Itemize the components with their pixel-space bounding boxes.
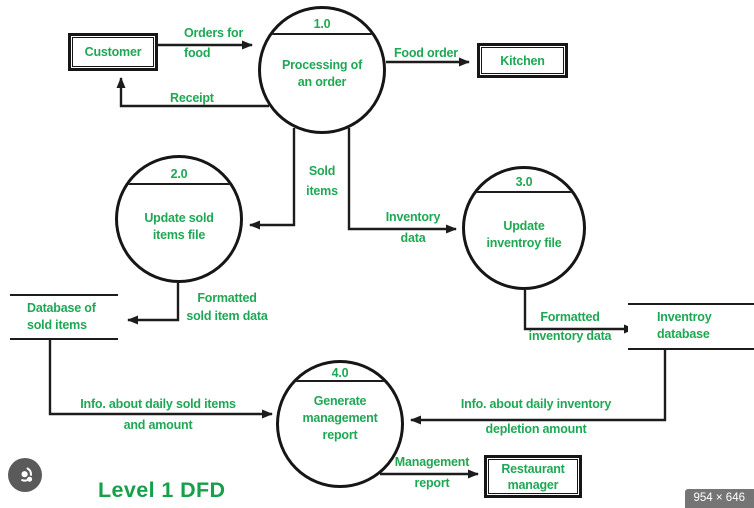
flow-info-inventory-line xyxy=(410,350,667,425)
datastore-inventory: Inventroy database xyxy=(628,303,754,350)
process-3-label-line1: Update xyxy=(503,219,545,233)
process-4-generate-report: 4.0 Generate management report xyxy=(276,360,404,488)
flow-info-sold-line xyxy=(48,340,273,419)
process-1-divider xyxy=(261,33,383,35)
flow-label-sold-items: Sold items xyxy=(306,164,338,198)
datastore-inventory-label-line2: database xyxy=(657,327,710,341)
entity-customer: Customer xyxy=(68,33,158,71)
process-3-number: 3.0 xyxy=(515,175,533,189)
process-1-number: 1.0 xyxy=(313,17,331,31)
process-4-label-line1: Generate xyxy=(313,394,367,408)
entity-kitchen-label: Kitchen xyxy=(500,53,545,68)
process-2-divider xyxy=(118,183,240,185)
process-1-label-line1: Processing of xyxy=(281,58,363,72)
lens-button[interactable] xyxy=(8,458,42,492)
process-1-processing-order: 1.0 Processing of an order xyxy=(258,6,386,134)
image-dimensions-badge: 954 × 646 xyxy=(684,489,754,508)
entity-restaurant-manager-label-line1: Restaurant xyxy=(501,461,565,476)
entity-kitchen: Kitchen xyxy=(477,43,568,78)
process-3-divider xyxy=(465,191,583,193)
process-3-update-inventory: 3.0 Update inventroy file xyxy=(462,166,586,290)
lens-viewfinder-icon xyxy=(15,465,35,485)
flow-label-info-sold: Info. about daily sold items and amount xyxy=(80,397,236,432)
datastore-inventory-label-line1: Inventroy xyxy=(657,310,712,324)
entity-restaurant-manager: Restaurant manager xyxy=(484,455,582,498)
entity-restaurant-manager-label-line2: manager xyxy=(507,477,559,492)
process-4-number: 4.0 xyxy=(331,366,349,380)
flow-formatted-sold-line xyxy=(127,283,180,325)
entity-customer-label: Customer xyxy=(84,45,142,59)
process-3-label-line2: inventroy file xyxy=(486,236,562,250)
datastore-sold-items-label-line1: Database of xyxy=(27,301,96,315)
page-title: Level 1 DFD xyxy=(98,478,226,502)
flow-sold-items-line xyxy=(249,128,296,230)
process-2-number: 2.0 xyxy=(170,167,188,181)
process-2-label-line2: items file xyxy=(152,228,206,242)
datastore-sold-items: Database of sold items xyxy=(10,294,118,340)
flow-label-food-order: Food order xyxy=(394,46,458,60)
flow-receipt-line xyxy=(116,77,269,108)
process-4-label-line2: management xyxy=(302,411,378,425)
flow-label-orders-line1: Orders for xyxy=(184,26,244,40)
process-4-label-line3: report xyxy=(322,428,358,442)
flow-label-info-inventory: Info. about daily inventory depletion am… xyxy=(460,397,612,436)
process-2-label-line1: Update sold xyxy=(144,211,214,225)
flow-label-orders-for-food: Orders for food xyxy=(184,26,243,60)
flow-label-formatted-sold: Formatted sold item data xyxy=(186,291,268,323)
flow-label-inventory-data: Inventory data xyxy=(385,210,441,245)
flow-label-management-report: Management report xyxy=(394,455,470,490)
process-2-update-sold-items: 2.0 Update sold items file xyxy=(115,155,243,283)
process-1-label-line2: an order xyxy=(297,75,347,89)
flow-formatted-inventory-line xyxy=(523,290,635,334)
flow-inventory-data-line xyxy=(347,128,457,234)
flow-label-receipt: Receipt xyxy=(170,91,214,105)
datastore-sold-items-label-line2: sold items xyxy=(27,318,87,332)
flow-label-formatted-inventory: Formatted inventory data xyxy=(528,310,612,343)
process-4-divider xyxy=(279,380,401,382)
flow-label-orders-line2: food xyxy=(184,46,211,60)
